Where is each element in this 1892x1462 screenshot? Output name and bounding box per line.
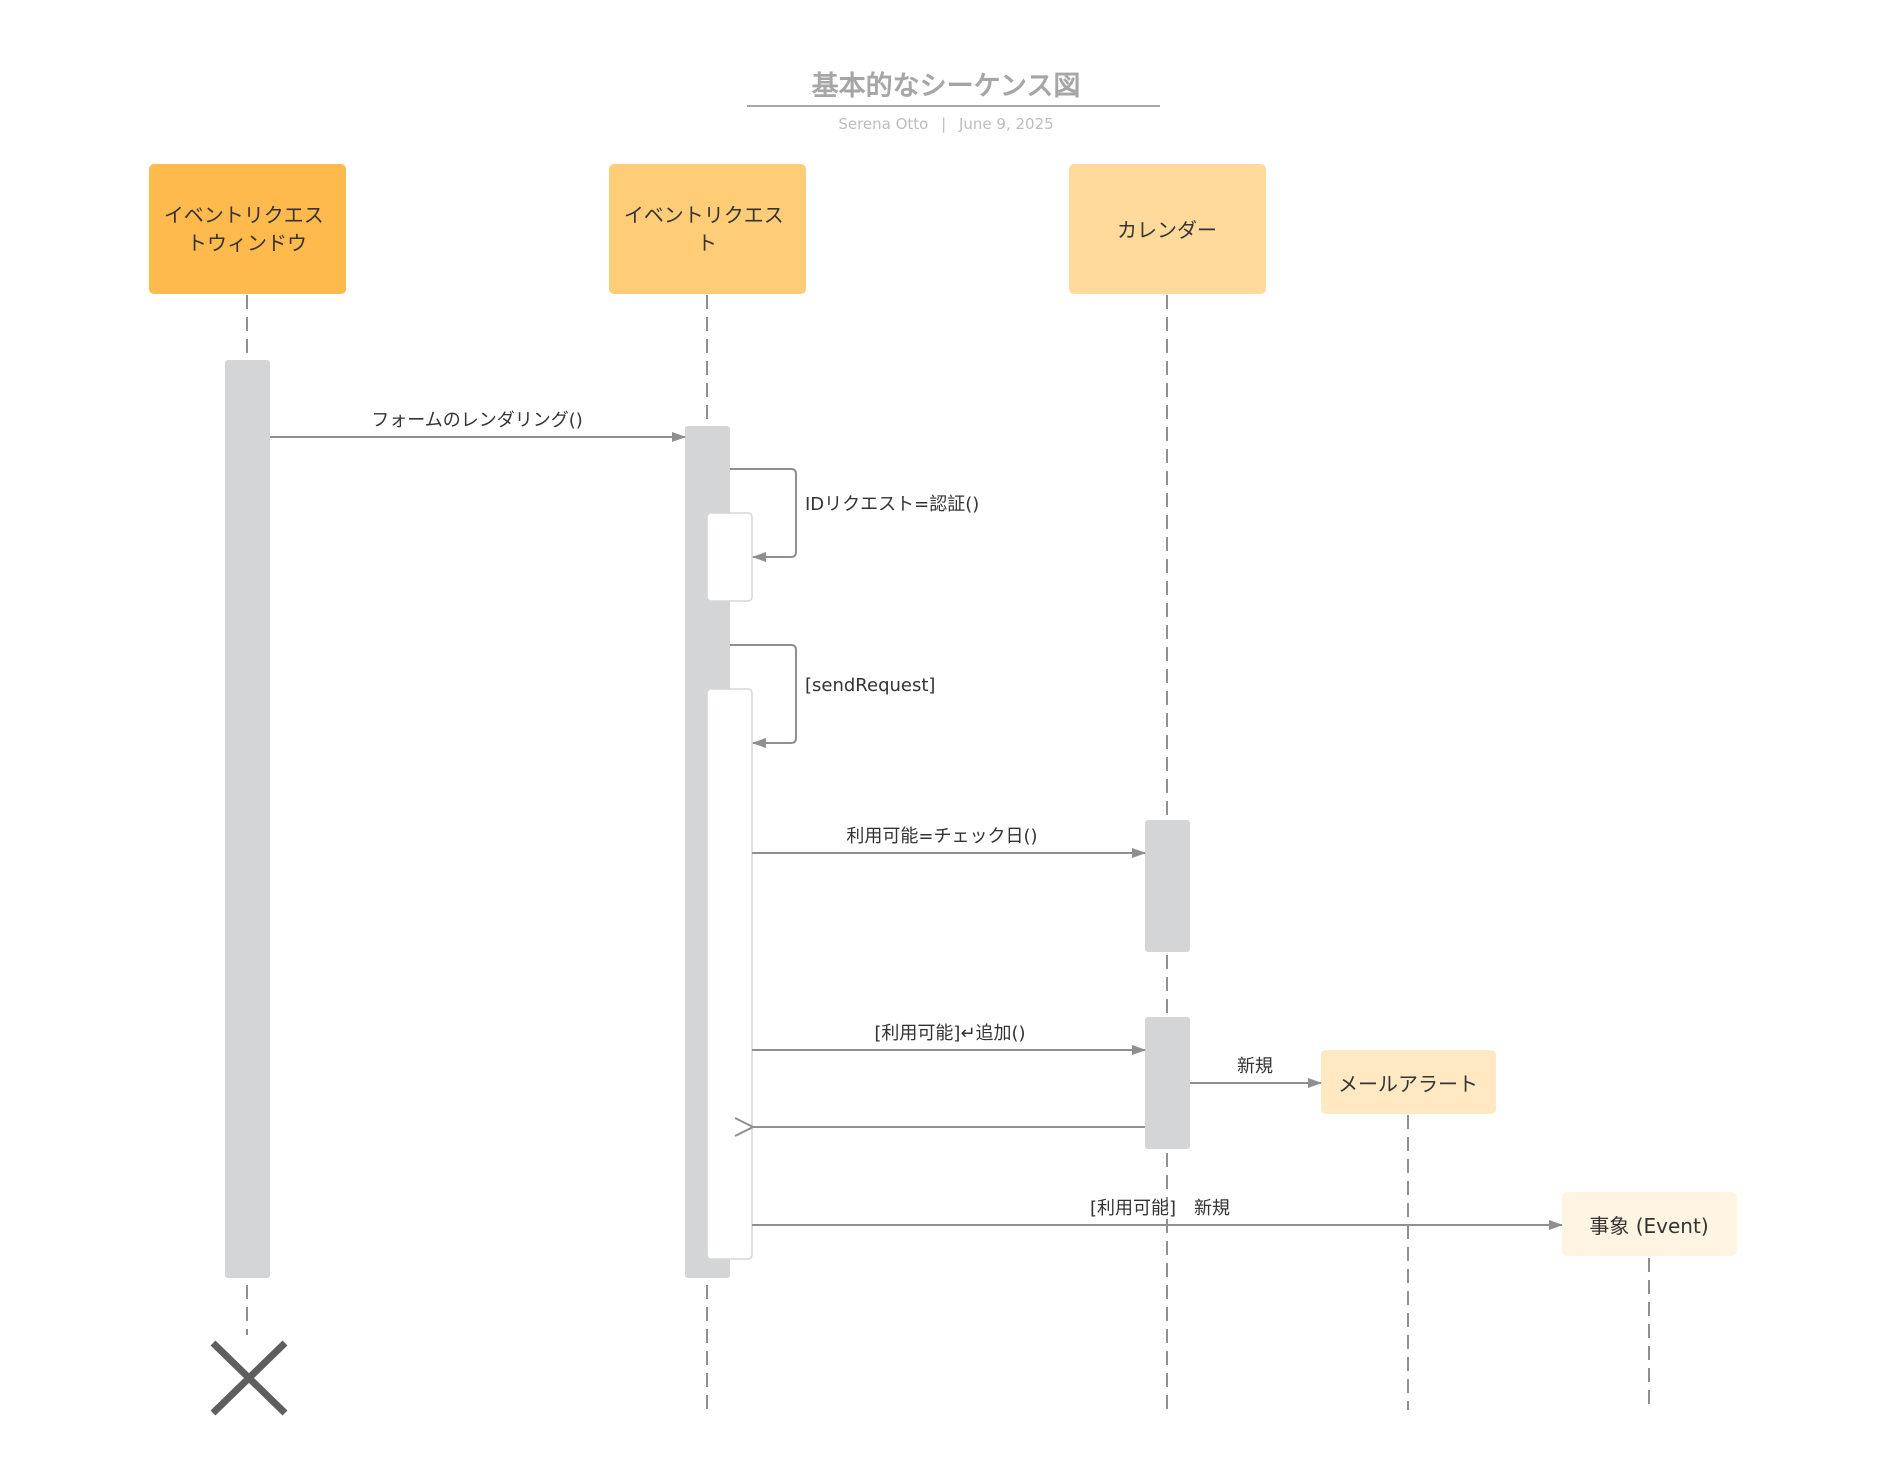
participant-mail-alert[interactable]: メールアラート (1321, 1050, 1496, 1114)
participant-box (149, 164, 346, 294)
participant-label: イベントリクエス トウィンドウ (164, 203, 330, 255)
meta-separator: | (941, 115, 946, 133)
message-send-request[interactable]: [sendRequest] (730, 644, 935, 748)
participant-event-request-window[interactable]: イベントリクエス トウィンドウ (149, 164, 346, 294)
participant-label: メールアラート (1338, 1072, 1478, 1096)
message-label: [利用可能] 新規 (1090, 1198, 1230, 1219)
message-check-date[interactable]: 利用可能=チェック日() (752, 826, 1146, 858)
diagram-header: 基本的なシーケンス図 Serena Otto | June 9, 2025 (747, 70, 1160, 133)
participant-label: カレンダー (1117, 218, 1217, 242)
message-add[interactable]: [利用可能]↵追加() (752, 1023, 1146, 1055)
participant-label-line: ト (697, 231, 717, 255)
message-label: フォームのレンダリング() (371, 410, 583, 431)
author-name: Serena Otto (838, 115, 928, 133)
activation-bar-request-send (706, 688, 753, 1260)
participant-box (1562, 1192, 1737, 1256)
message-render-form[interactable]: フォームのレンダリング() (270, 410, 686, 442)
message-arrow (730, 468, 797, 562)
message-label: [sendRequest] (805, 675, 935, 696)
activation-bar-calendar-add (1145, 1017, 1190, 1149)
activation-bar-window (225, 360, 270, 1278)
message-arrow (730, 644, 797, 748)
message-label: IDリクエスト=認証() (805, 494, 979, 515)
activation-bar-calendar-check (1145, 820, 1190, 952)
message-id-request-auth[interactable]: IDリクエスト=認証() (730, 468, 979, 562)
message-label: 新規 (1237, 1056, 1273, 1077)
participants: イベントリクエス トウィンドウ イベントリクエス ト カレンダー メールアラート (149, 164, 1737, 1256)
participant-box (609, 164, 806, 294)
message-label: 利用可能=チェック日() (846, 826, 1037, 847)
destroy-x-icon (210, 1340, 288, 1416)
participant-label-line: トウィンドウ (187, 231, 307, 255)
participant-event-request[interactable]: イベントリクエス ト (609, 164, 806, 294)
diagram-date: June 9, 2025 (958, 115, 1054, 133)
participant-label: 事象 (Event) (1589, 1214, 1708, 1238)
participant-label-line: イベントリクエス (164, 203, 324, 227)
diagram-meta: Serena Otto | June 9, 2025 (838, 115, 1053, 133)
messages: フォームのレンダリング() IDリクエスト=認証() [sendRequest]… (270, 410, 1563, 1230)
activations (225, 360, 1190, 1278)
message-create-mail-alert[interactable]: 新規 (1190, 1056, 1322, 1088)
participant-event[interactable]: 事象 (Event) (1562, 1192, 1737, 1256)
activation-bar-request-auth (706, 512, 753, 602)
participant-calendar[interactable]: カレンダー (1069, 164, 1266, 294)
participant-label-line: イベントリクエス (624, 203, 784, 227)
participant-box (1321, 1050, 1496, 1114)
participant-box (1069, 164, 1266, 294)
participant-label: イベントリクエス ト (624, 203, 790, 255)
message-create-event[interactable]: [利用可能] 新規 (752, 1198, 1563, 1230)
diagram-title: 基本的なシーケンス図 (812, 70, 1081, 102)
message-label: [利用可能]↵追加() (874, 1023, 1025, 1044)
